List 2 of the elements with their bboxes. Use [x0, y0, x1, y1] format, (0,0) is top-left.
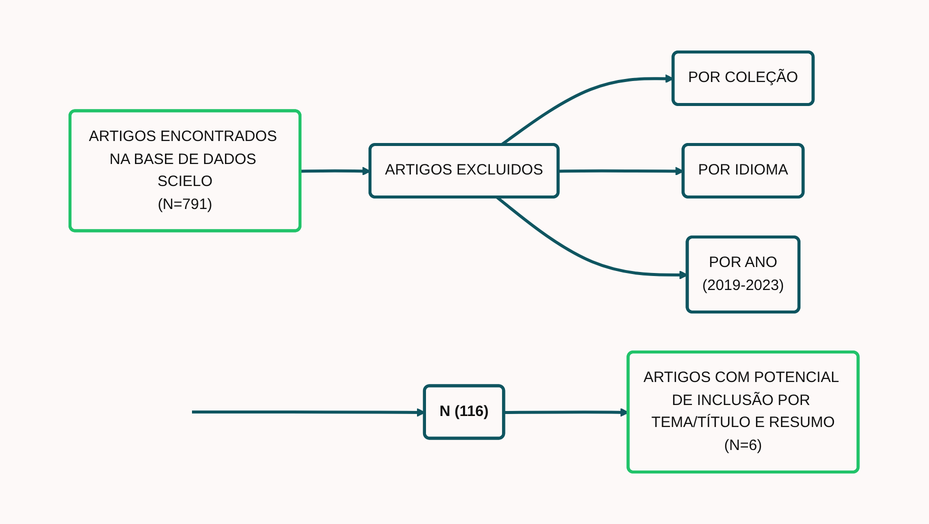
arrow [504, 408, 630, 417]
arrow [559, 166, 684, 176]
